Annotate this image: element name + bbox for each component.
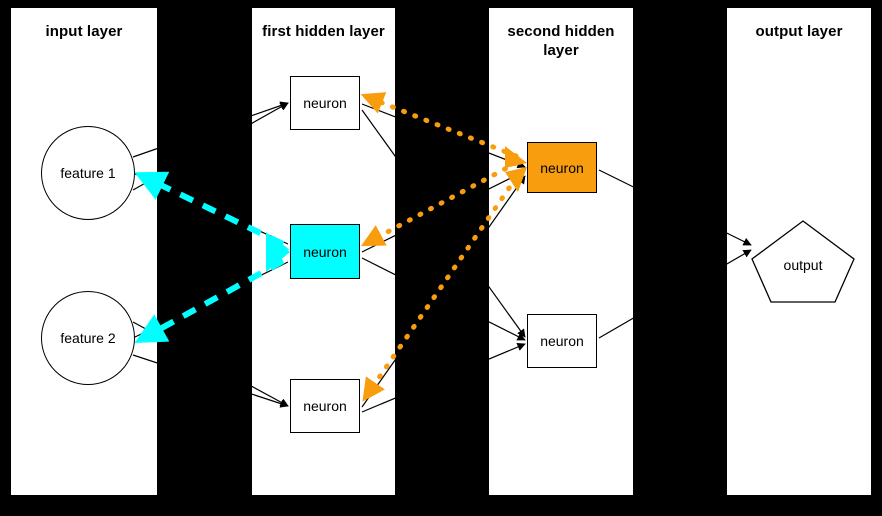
node-hidden1-mid-highlighted[interactable]: neuron — [290, 224, 360, 279]
node-label-hidden1-mid: neuron — [303, 243, 347, 260]
layer-title-input: input layer — [45, 23, 123, 40]
node-hidden2-top-highlighted[interactable]: neuron — [527, 142, 597, 193]
node-label-hidden1-bot: neuron — [303, 398, 347, 414]
node-label-feature-1: feature 1 — [60, 165, 116, 181]
node-label-output: output — [783, 257, 823, 273]
node-output[interactable]: output — [750, 219, 856, 304]
node-label-feature-2: feature 2 — [60, 330, 116, 346]
layer-panel-hidden-2: second hidden layer — [489, 8, 633, 495]
layer-title-hidden-2: second hidden layer — [507, 23, 615, 59]
layer-title-hidden-1: first hidden layer — [262, 23, 385, 40]
node-hidden2-bot[interactable]: neuron — [527, 314, 597, 368]
node-hidden1-top[interactable]: neuron — [290, 76, 360, 130]
node-label-hidden2-bot: neuron — [540, 333, 584, 349]
node-feature-1[interactable]: feature 1 — [41, 126, 135, 220]
pentagon-shape — [751, 220, 855, 303]
node-label-hidden1-top: neuron — [303, 95, 347, 111]
layer-title-output: output layer — [755, 23, 843, 40]
node-label-hidden2-top: neuron — [540, 159, 584, 176]
node-feature-2[interactable]: feature 2 — [41, 291, 135, 385]
layer-panel-input: input layer — [11, 8, 157, 495]
node-hidden1-bot[interactable]: neuron — [290, 379, 360, 433]
